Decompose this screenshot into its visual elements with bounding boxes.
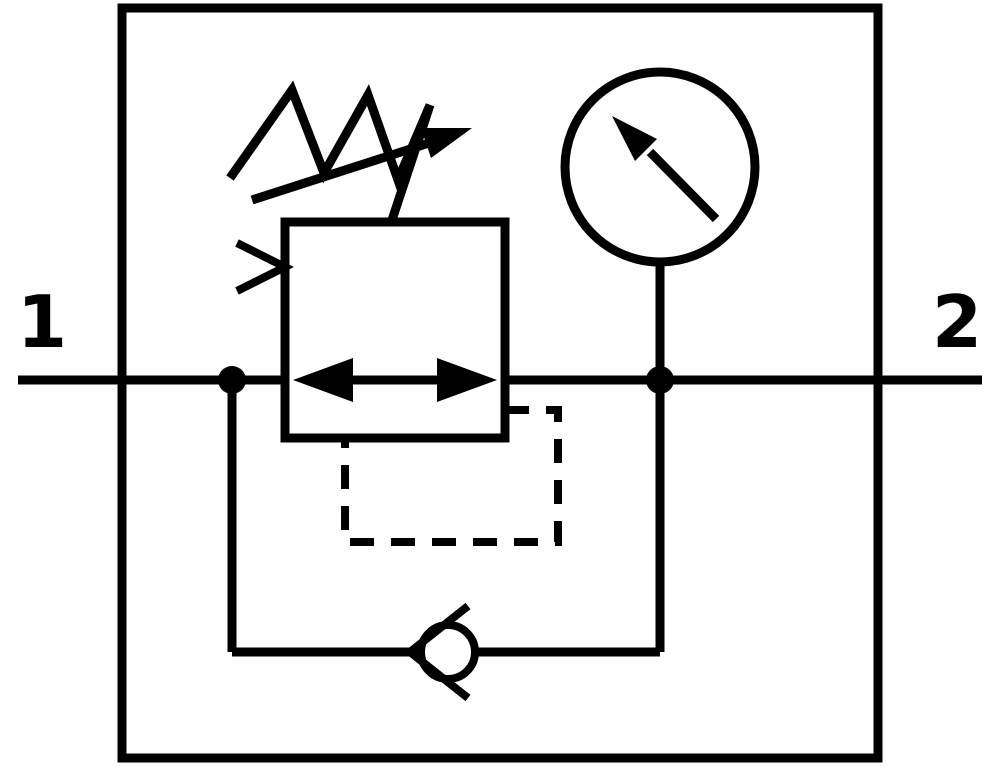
junction-dot-outlet — [646, 366, 674, 394]
spring-adjustment — [226, 80, 472, 222]
pressure-gauge — [560, 67, 760, 267]
pressure-regulator-valve — [235, 217, 510, 443]
relief-vent-triangle — [235, 239, 294, 295]
port-2-label: 2 — [932, 280, 982, 364]
gauge-needle-arrowhead-icon — [612, 116, 657, 161]
gauge-needle-shaft — [646, 148, 720, 223]
port-1-label: 1 — [17, 280, 67, 364]
adjustment-spring — [226, 80, 435, 222]
regulator-body — [280, 217, 510, 443]
adjustment-arrow-shaft — [250, 137, 434, 205]
check-valve — [403, 602, 479, 702]
regulator-arrowhead-left-icon — [293, 358, 353, 402]
adjustment-arrowhead-icon — [421, 128, 472, 158]
diagram-root: 1 2 — [17, 3, 982, 763]
pilot-line-dashed — [341, 406, 562, 546]
junction-dot-inlet — [218, 366, 246, 394]
check-valve-seat — [403, 602, 471, 702]
regulator-arrowhead-right-icon — [437, 358, 497, 402]
